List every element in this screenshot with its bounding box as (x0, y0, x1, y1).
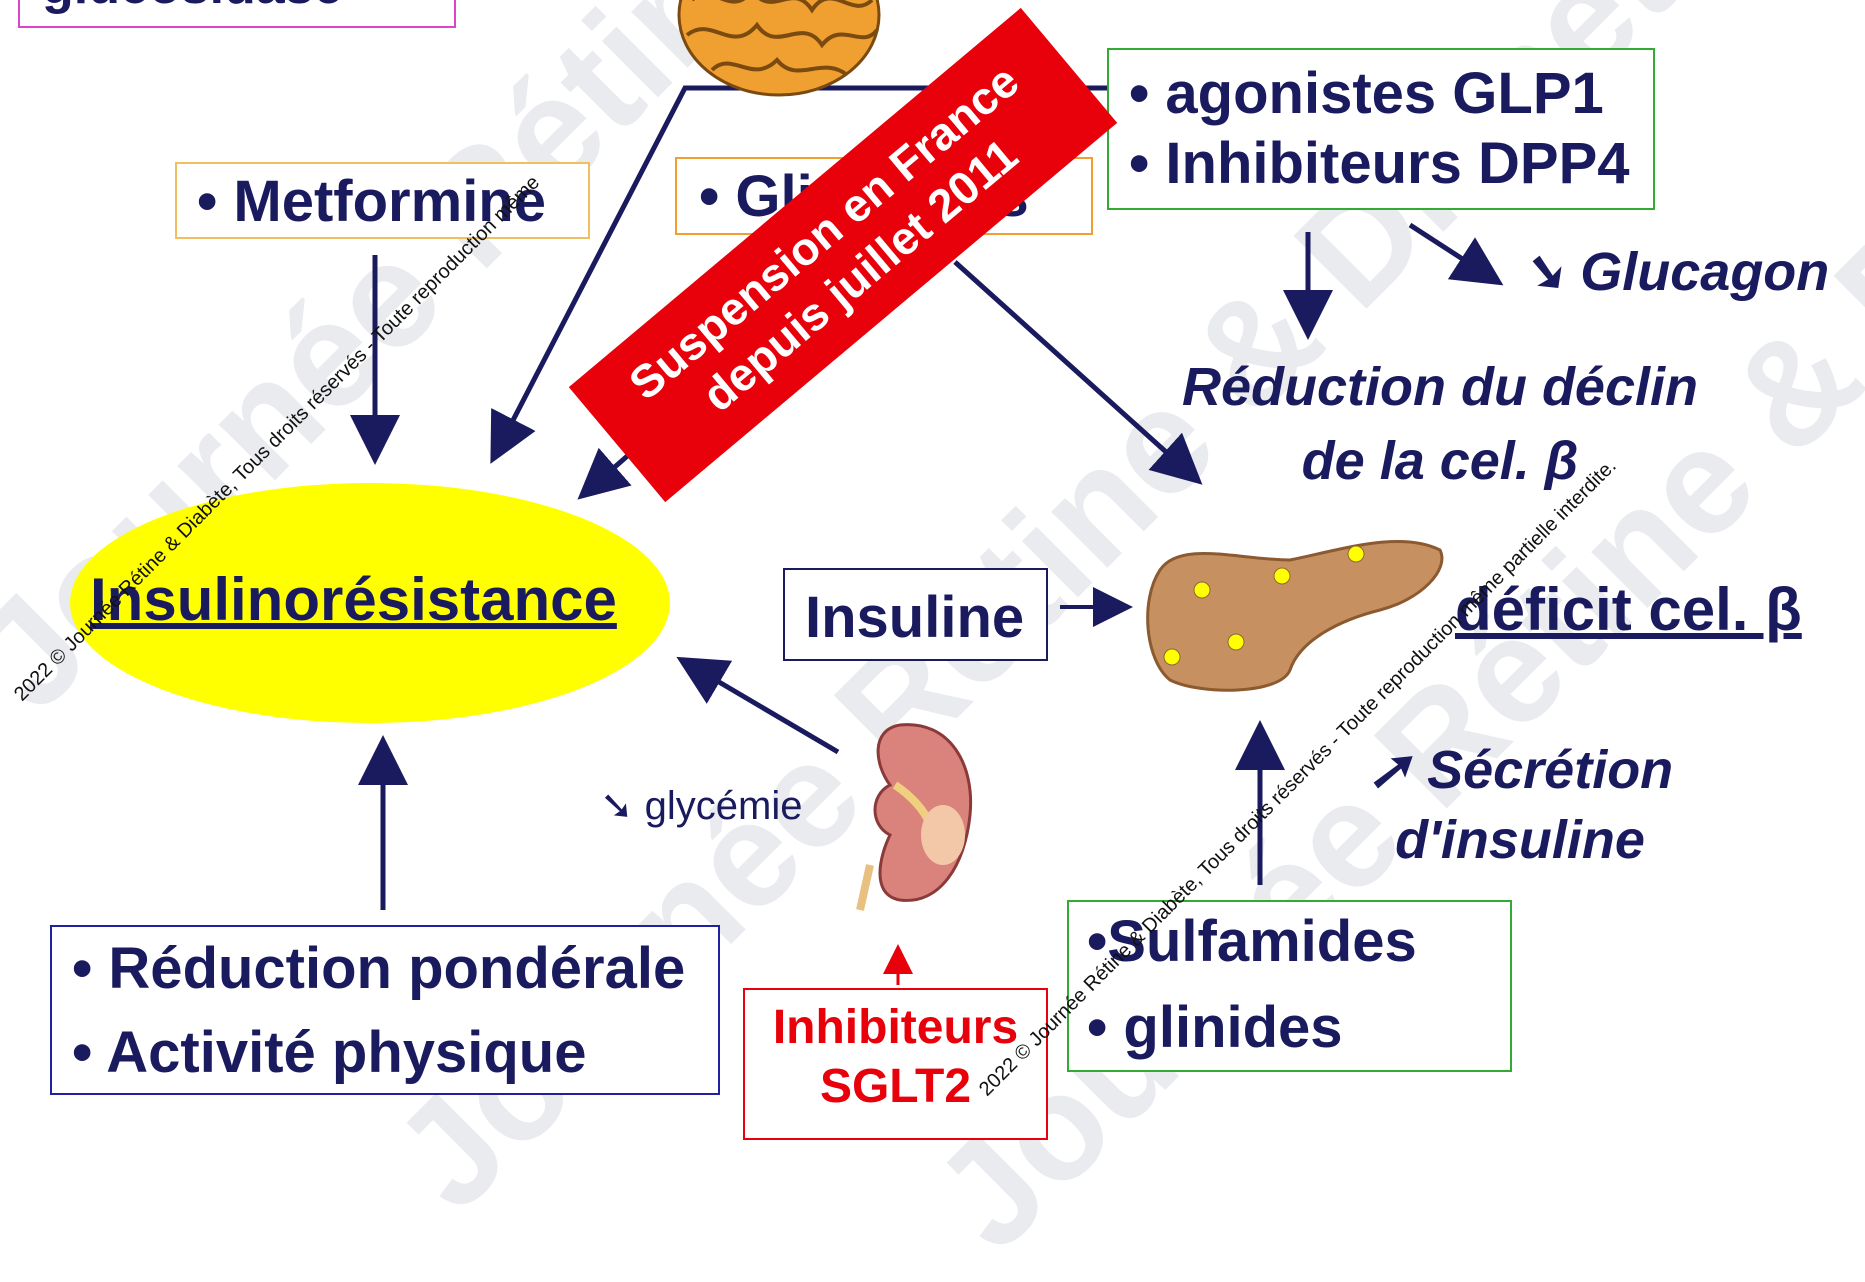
secretion-line-1: Sécrétion (1427, 740, 1673, 800)
brain-icon (672, 0, 887, 100)
glucagon-text: Glucagon (1580, 242, 1829, 302)
sglt2-line-1: Inhibiteurs (745, 1000, 1046, 1055)
arrow-kidney-ir (685, 662, 838, 752)
alpha-glucosidase-box: glucosidase (18, 0, 456, 28)
reduction-line-2: de la cel. β (1130, 424, 1750, 498)
glycemie-label: ➘ glycémie (600, 783, 802, 829)
insulinoresistance-label: Insulinorésistance (90, 565, 617, 634)
weight-loss-label: • Réduction pondérale (72, 935, 685, 1002)
glycemie-down-arrow-icon: ➘ (600, 784, 634, 828)
glycemie-text: glycémie (645, 784, 803, 828)
secretion-line-2: d'insuline (1330, 805, 1710, 875)
secretion-up-arrow-icon: ➚ (1367, 740, 1412, 800)
reduction-line-1: Réduction du déclin (1130, 350, 1750, 424)
dpp4-label: • Inhibiteurs DPP4 (1129, 130, 1630, 197)
physical-activity-label: • Activité physique (72, 1019, 587, 1086)
arrow-glp1-glucagon (1410, 225, 1495, 280)
secretion-label: ➚ Sécrétion d'insuline (1330, 735, 1710, 875)
insuline-label: Insuline (805, 584, 1024, 651)
reduction-declin-label: Réduction du déclin de la cel. β (1130, 350, 1750, 498)
kidney-icon (840, 715, 980, 915)
glp1-label: • agonistes GLP1 (1129, 60, 1604, 127)
glucagon-label: ➘ Glucagon (1520, 240, 1829, 303)
lifestyle-box: • Réduction pondérale • Activité physiqu… (50, 925, 720, 1095)
alpha-glucosidase-label: glucosidase (42, 0, 343, 16)
glucagon-down-arrow-icon: ➘ (1520, 242, 1565, 302)
insuline-box: Insuline (783, 568, 1048, 661)
glinides-label: • glinides (1087, 994, 1343, 1061)
glp1-dpp4-box: • agonistes GLP1 • Inhibiteurs DPP4 (1107, 48, 1655, 210)
